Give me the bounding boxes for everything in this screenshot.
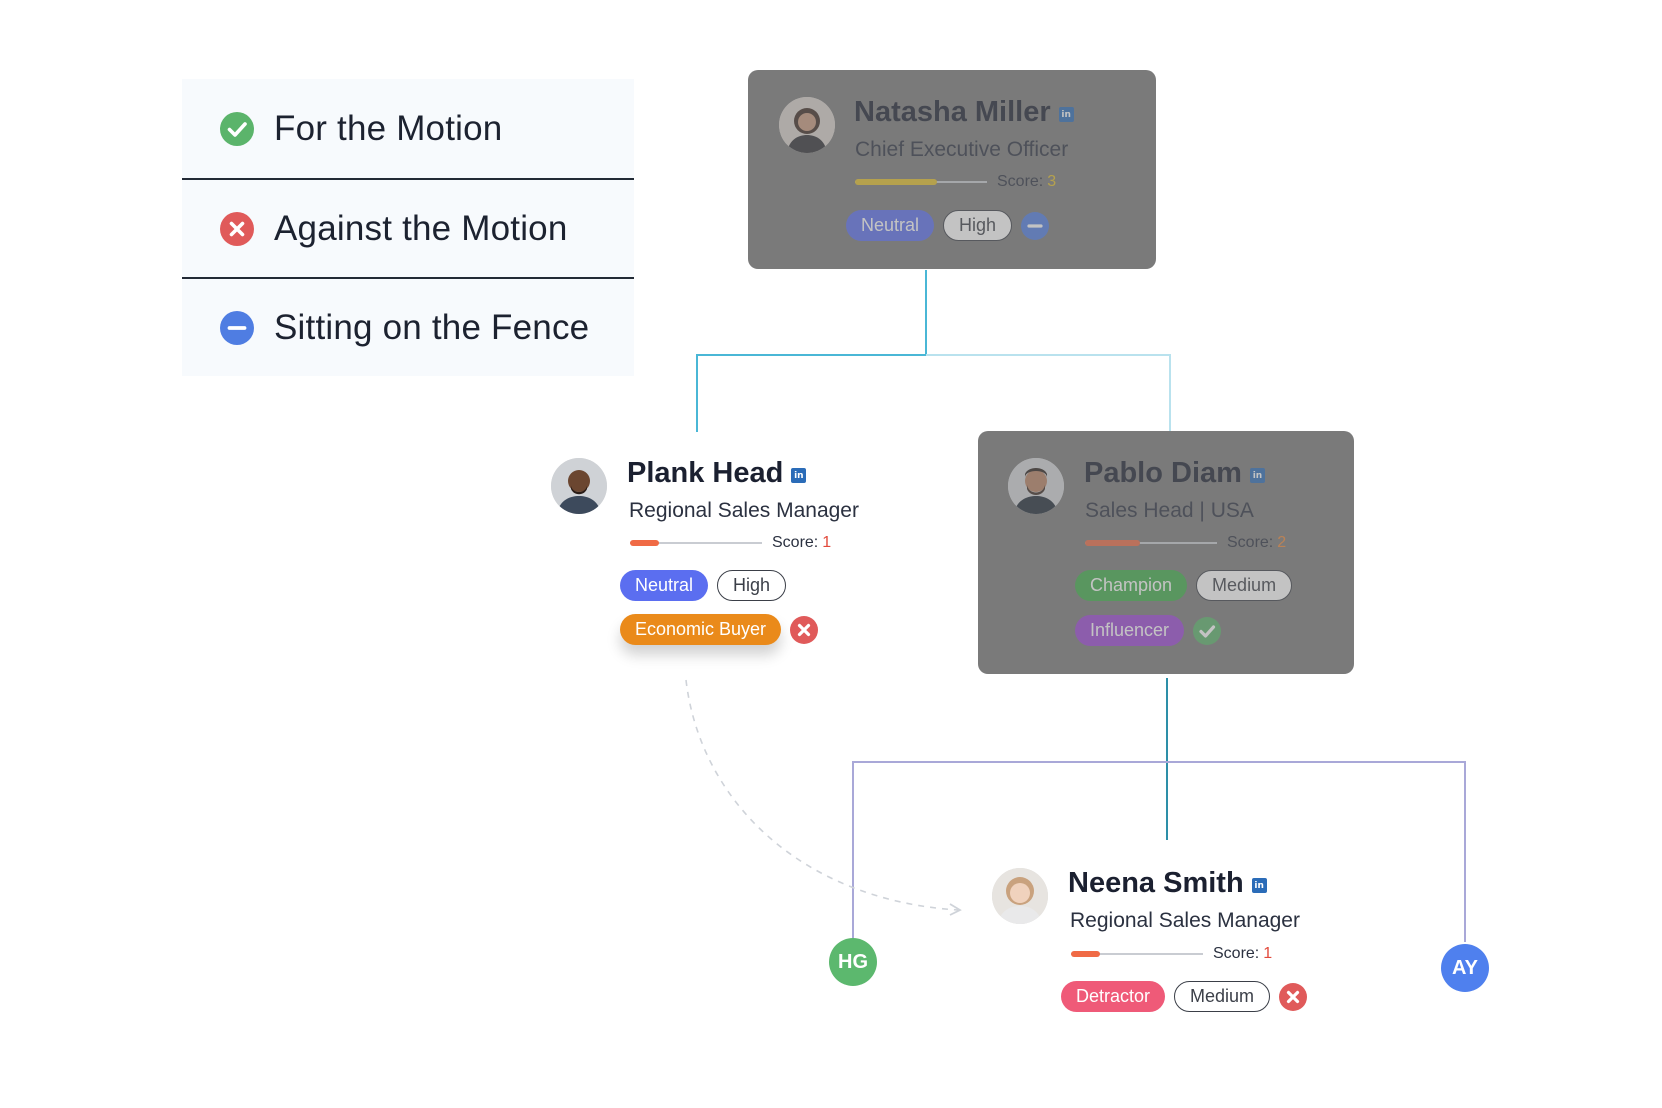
person-name[interactable]: Natasha Miller (854, 96, 1051, 128)
score-bar-fill (855, 179, 937, 185)
linkedin-icon[interactable]: in (791, 468, 807, 483)
legend-label-against: Against the Motion (274, 208, 568, 248)
initials-bubble-hg[interactable]: HG (829, 938, 877, 986)
stance-tag[interactable]: Neutral (846, 210, 935, 241)
person-card-plank-head[interactable]: Plank Head in Regional Sales Manager Sco… (545, 430, 885, 660)
role-tag[interactable]: Influencer (1075, 615, 1185, 646)
check-circle-icon (220, 111, 254, 146)
role-tag[interactable]: Economic Buyer (620, 614, 782, 645)
connector-natasha-to-plank (696, 270, 927, 432)
score-value: 1 (822, 534, 832, 551)
legend-item-against: Against the Motion (182, 178, 634, 277)
score-bar (630, 540, 762, 546)
person-title: Regional Sales Manager (1070, 909, 1300, 932)
score-bar-fill (630, 540, 660, 546)
person-name[interactable]: Plank Head (627, 457, 784, 489)
initials-bubble-ay[interactable]: AY (1441, 944, 1489, 992)
avatar (992, 868, 1048, 924)
score-bar-fill (1071, 951, 1101, 957)
legend-item-fence: Sitting on the Fence (182, 277, 634, 376)
x-circle-icon[interactable] (1279, 982, 1308, 1011)
score-bar (1071, 951, 1203, 957)
score-label: Score:3 (997, 173, 1057, 190)
minus-circle-icon (220, 310, 254, 345)
stance-legend: For the Motion Against the Motion Sittin… (182, 79, 634, 376)
score-value: 2 (1277, 534, 1287, 551)
person-card-neena-smith[interactable]: Neena Smith in Regional Sales Manager Sc… (986, 840, 1326, 1020)
influence-tag[interactable]: Medium (1196, 570, 1293, 601)
score-bar (855, 179, 987, 185)
person-name[interactable]: Pablo Diam (1084, 457, 1242, 489)
person-title: Chief Executive Officer (855, 138, 1069, 161)
x-circle-icon[interactable] (790, 615, 819, 644)
legend-label-for: For the Motion (274, 108, 503, 148)
score-bar-fill (1085, 540, 1141, 546)
score-label: Score:1 (772, 534, 832, 551)
score-value: 3 (1047, 173, 1057, 190)
avatar (551, 458, 607, 514)
legend-item-for: For the Motion (182, 79, 634, 178)
dashed-link-plank-to-neena (685, 679, 959, 911)
minus-circle-icon[interactable] (1021, 211, 1050, 240)
stance-tag[interactable]: Detractor (1061, 981, 1166, 1012)
stance-tag[interactable]: Champion (1075, 570, 1188, 601)
dashed-link-arrowhead (949, 903, 962, 916)
linkedin-icon[interactable]: in (1249, 468, 1265, 483)
score-bar (1085, 540, 1217, 546)
score-label: Score:1 (1213, 945, 1273, 962)
x-circle-icon (220, 211, 254, 246)
avatar (1008, 458, 1064, 514)
linkedin-icon[interactable]: in (1251, 878, 1267, 893)
legend-label-fence: Sitting on the Fence (274, 307, 590, 347)
check-circle-icon[interactable] (1193, 616, 1222, 645)
person-card-natasha-miller[interactable]: Natasha Miller in Chief Executive Office… (748, 70, 1156, 269)
influence-tag[interactable]: High (943, 210, 1013, 241)
avatar (779, 97, 835, 153)
person-title: Regional Sales Manager (629, 499, 859, 522)
stance-tag[interactable]: Neutral (620, 570, 709, 601)
connector-natasha-to-pablo (926, 354, 1171, 432)
influence-tag[interactable]: High (717, 570, 787, 601)
score-label: Score:2 (1227, 534, 1287, 551)
score-value: 1 (1263, 945, 1273, 962)
person-card-pablo-diam[interactable]: Pablo Diam in Sales Head | USA Score:2 C… (978, 431, 1354, 674)
person-title: Sales Head | USA (1085, 499, 1254, 522)
influence-tag[interactable]: Medium (1174, 981, 1271, 1012)
person-name[interactable]: Neena Smith (1068, 867, 1244, 899)
linkedin-icon[interactable]: in (1058, 107, 1074, 122)
